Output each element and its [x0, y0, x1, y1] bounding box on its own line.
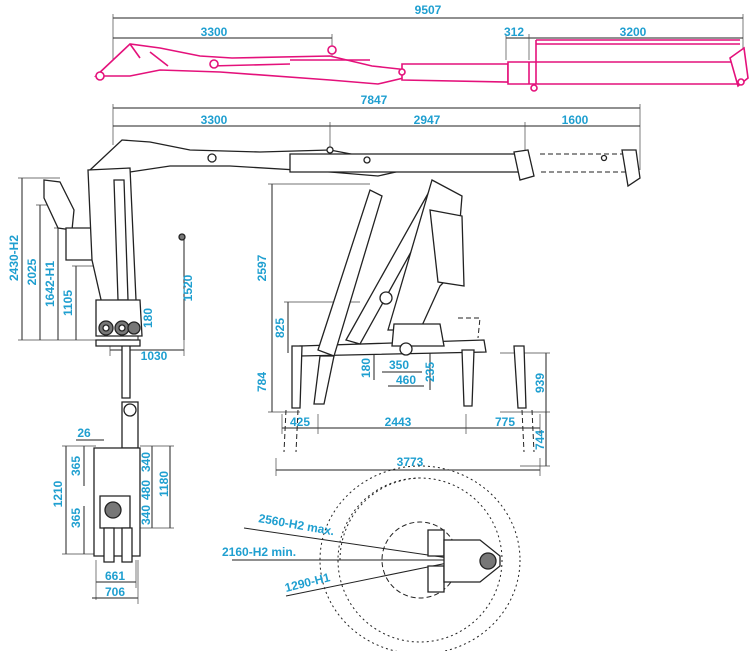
dim-col-h-b: 1642-H1: [43, 261, 57, 307]
dim-plan-w-b: 706: [105, 585, 125, 599]
swing-radius-view: 2560-H2 max. 2160-H2 min. 1290-H1: [222, 465, 521, 651]
dim-stab-w-c: 235: [423, 362, 437, 382]
dim-plan-h-g: 1180: [157, 471, 171, 497]
dim-swing-r-min: 2160-H2 min.: [222, 545, 296, 559]
dim-plan-h-e: 480: [139, 480, 153, 500]
dim-plan-h-c: 365: [69, 508, 83, 528]
dim-plan-w-a: 661: [105, 569, 125, 583]
plan-view: 26 365 1210 365 340 480 340 1180 661 706: [51, 401, 174, 604]
dim-swing-r-max: 2560-H2 max.: [257, 511, 335, 538]
dim-stab-height: 2597: [255, 254, 269, 281]
dim-stab-h-right: 939: [533, 373, 547, 393]
dim-stab-h-down: 744: [533, 430, 547, 450]
dim-col-h-total: 2430-H2: [7, 235, 21, 281]
dim-col-reach: 1520: [181, 274, 195, 301]
dim-col-width: 1030: [141, 349, 168, 363]
dim-top-seg-a: 3300: [201, 25, 228, 39]
dim-side-seg-a: 3300: [201, 113, 228, 127]
dim-top-seg-c: 3200: [620, 25, 647, 39]
boom-side-view: 7847 3300 2947 1600: [88, 93, 641, 188]
dim-plan-top-w: 26: [77, 426, 91, 440]
dim-side-seg-c: 1600: [562, 113, 589, 127]
stabilizer-front-view: 2597 825 784 180 350 460 235 939 744 425…: [255, 179, 550, 476]
dim-stab-span-total: 3773: [397, 455, 424, 469]
dim-stab-w-a: 350: [389, 358, 409, 372]
dim-col-h-c: 1105: [61, 290, 75, 316]
dim-stab-h-b: 784: [255, 372, 269, 392]
dim-side-overall: 7847: [361, 93, 388, 107]
dim-side-seg-b: 2947: [414, 113, 441, 127]
dim-col-h-a: 2025: [25, 258, 39, 285]
dim-plan-h-d: 340: [139, 452, 153, 472]
dim-top-seg-b: 312: [504, 25, 524, 39]
dim-stab-span-a: 425: [290, 415, 310, 429]
dim-top-overall: 9507: [415, 3, 442, 17]
dim-plan-h-b: 1210: [51, 480, 65, 507]
dim-stab-span-b: 2443: [385, 415, 412, 429]
extended-boom-view: 9507 3300 312 3200: [93, 3, 749, 92]
dim-plan-h-f: 340: [139, 505, 153, 525]
dim-stab-w-b: 460: [396, 373, 416, 387]
column-side-view: 2430-H2 2025 1642-H1 1105 1520 180 1030: [7, 167, 195, 399]
dim-col-base: 180: [141, 308, 155, 328]
dim-stab-span-c: 775: [495, 415, 515, 429]
dim-stab-h-a: 825: [273, 318, 287, 338]
dim-stab-h-c: 180: [359, 358, 373, 378]
dim-plan-h-a: 365: [69, 456, 83, 476]
